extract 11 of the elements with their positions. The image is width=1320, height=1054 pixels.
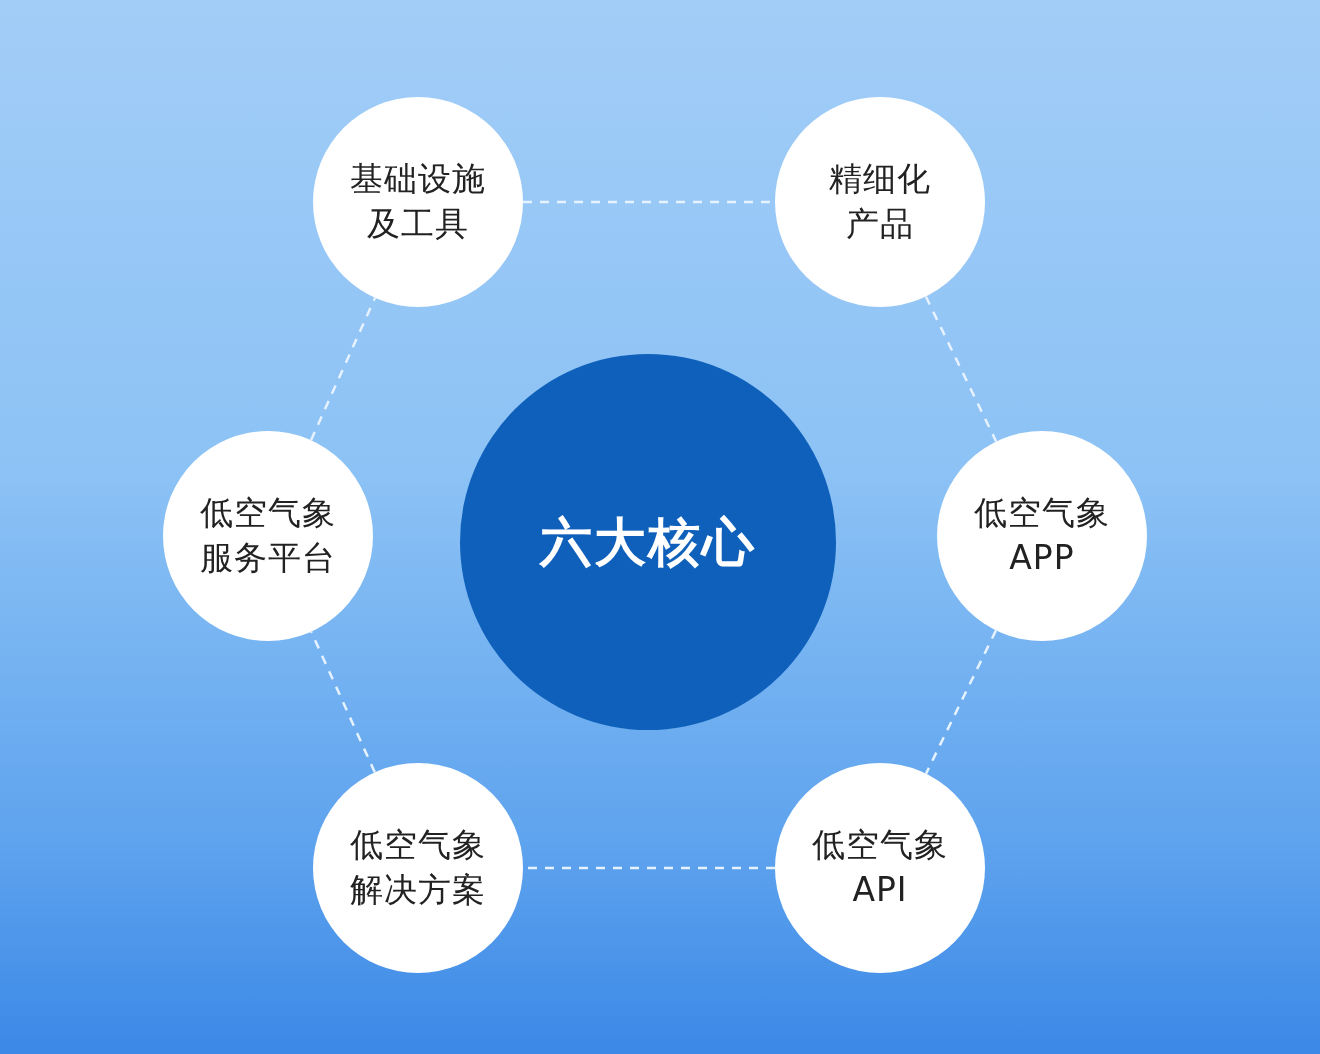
topic-label: 低空气象API bbox=[811, 824, 949, 911]
dashed-connector bbox=[924, 295, 998, 443]
center-title: 六大核心 bbox=[538, 510, 757, 574]
dashed-connector bbox=[310, 631, 376, 773]
topic-label: 低空气象APP bbox=[973, 492, 1111, 579]
topic-label: 精细化产品 bbox=[828, 158, 932, 245]
dashed-connector bbox=[924, 629, 998, 775]
dashed-connector bbox=[309, 297, 377, 441]
topic-label: 低空气象服务平台 bbox=[199, 492, 337, 579]
topic-label: 低空气象解决方案 bbox=[349, 824, 487, 911]
topic-label: 基础设施及工具 bbox=[349, 158, 487, 245]
